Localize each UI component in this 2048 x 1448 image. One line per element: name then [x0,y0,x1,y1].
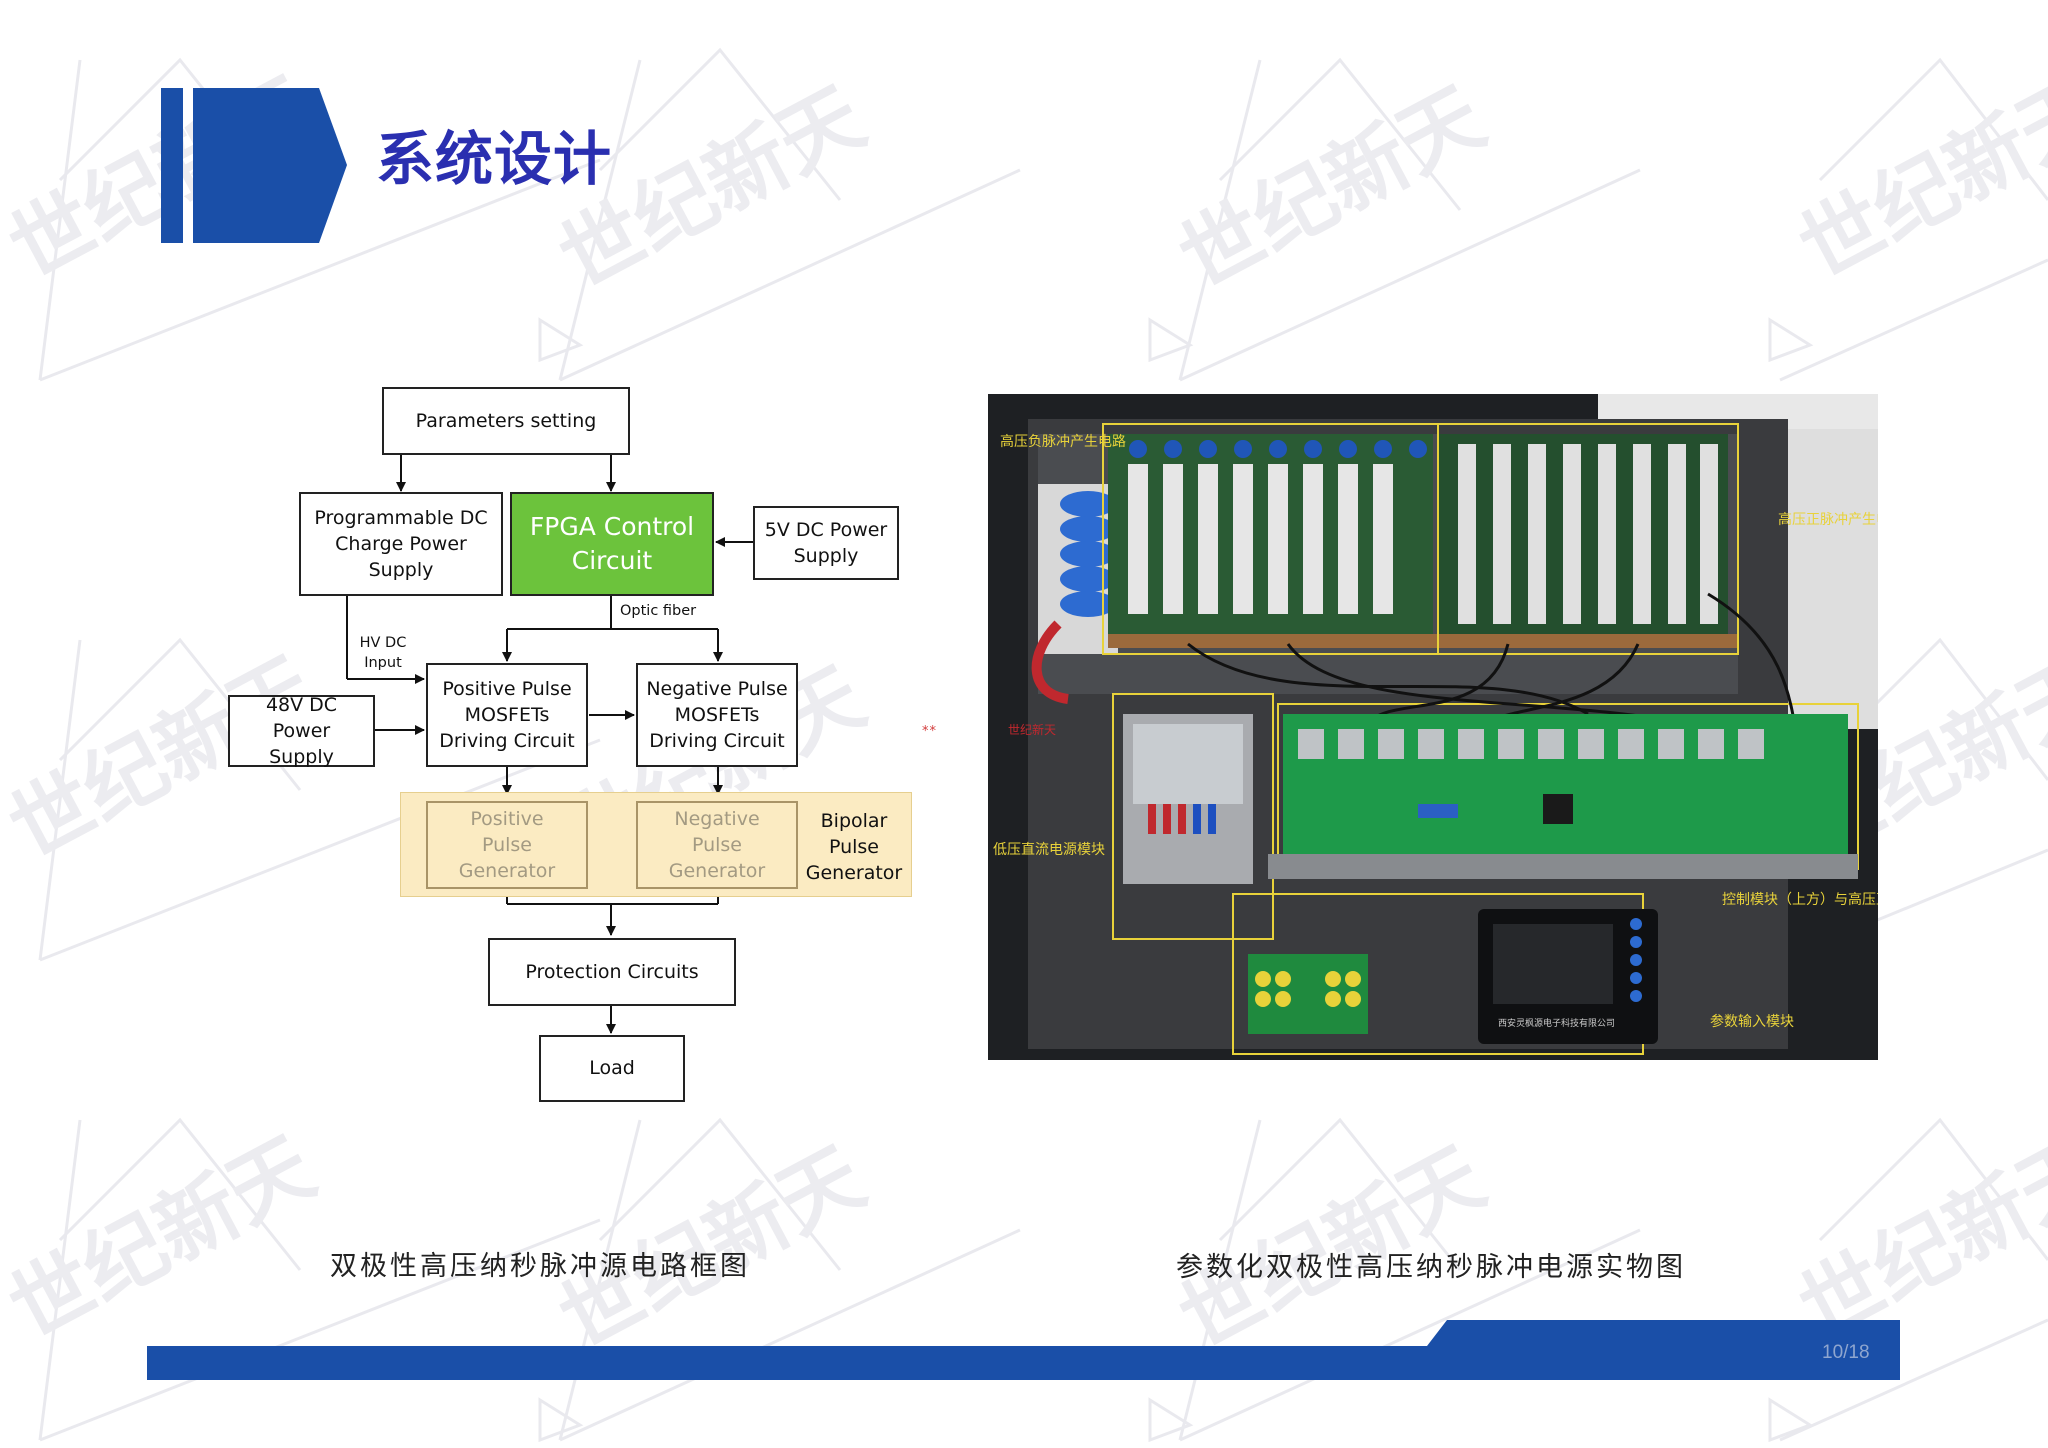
footer-bar [147,1320,1900,1380]
positive-driver-box: Positive Pulse MOSFETs Driving Circuit [426,663,588,767]
control-label: 控制模块（上方）与高压直流电源模块（下方） [1722,891,1878,908]
fpga-control-box: FPGA Control Circuit [510,492,714,596]
programmable-dc-box: Programmable DC Charge Power Supply [299,492,503,596]
hv-negative-label: 高压负脉冲产生电路 [1000,433,1126,450]
hardware-photo: 西安灵枫源电子科技有限公司 高压负脉冲产生电路 高压正脉冲产生电路 低压直流电源… [988,394,1878,1060]
bipolar-generator-label: Bipolar Pulse Generator [805,810,903,885]
load-box: Load [539,1035,685,1102]
title-chevron-shape [193,88,347,243]
left-caption: 双极性高压纳秒脉冲源电路框图 [330,1251,750,1282]
optic-fiber-label: Optic fiber [620,603,697,619]
param-input-module: 西安灵枫源电子科技有限公司 [1248,909,1658,1044]
bipolar-generator-panel [400,792,912,897]
hv-positive-board [1438,434,1738,648]
lv-dc-module [1123,714,1253,884]
dc-48v-label: 48V DC Power Supply [265,693,338,769]
negative-generator-label: Negative Pulse Generator [668,807,766,883]
right-caption: 参数化双极性高压纳秒脉冲电源实物图 [1176,1252,1686,1283]
load-label: Load [589,1057,635,1080]
protection-circuits-label: Protection Circuits [525,960,699,983]
param-input-label: 参数输入模块 [1710,1013,1794,1030]
control-board [1268,714,1858,879]
brand-label: 世纪新天 [1008,722,1056,737]
block-diagram: Parameters setting Programmable DC Charg… [220,375,920,1115]
protection-circuits-box: Protection Circuits [488,938,736,1006]
positive-generator-label: Positive Pulse Generator [458,807,556,883]
hv-dc-input-label: HV DC Input [359,635,407,672]
title-accent-bar [161,88,183,243]
watermark-text: 世纪新天 [1785,60,2048,298]
dc-5v-box: 5V DC Power Supply [753,506,899,580]
hv-positive-label: 高压正脉冲产生电路 [1778,511,1878,528]
dc-48v-box: 48V DC Power Supply [228,694,375,768]
positive-generator-box: Positive Pulse Generator [426,801,588,889]
lv-dc-label: 低压直流电源模块 [993,841,1105,858]
negative-driver-box: Negative Pulse MOSFETs Driving Circuit [636,663,798,767]
company-label: 西安灵枫源电子科技有限公司 [1498,1017,1615,1029]
diagram-connectors [346,455,753,1034]
programmable-dc-label: Programmable DC Charge Power Supply [314,506,488,582]
watermark-text: 世纪新天 [1165,70,1499,308]
parameters-setting-box: Parameters setting [382,387,630,455]
positive-driver-label: Positive Pulse MOSFETs Driving Circuit [439,677,575,753]
slide-title: 系统设计 [376,125,613,193]
dc-5v-label: 5V DC Power Supply [764,518,888,567]
page-number: 10/18 [1822,1342,1870,1363]
fpga-control-label: FPGA Control Circuit [529,512,695,575]
negative-driver-label: Negative Pulse MOSFETs Driving Circuit [646,677,788,753]
red-mark: ** [922,724,937,739]
hv-negative-board [1108,434,1438,648]
negative-generator-box: Negative Pulse Generator [636,801,798,889]
parameters-setting-label: Parameters setting [415,409,597,432]
